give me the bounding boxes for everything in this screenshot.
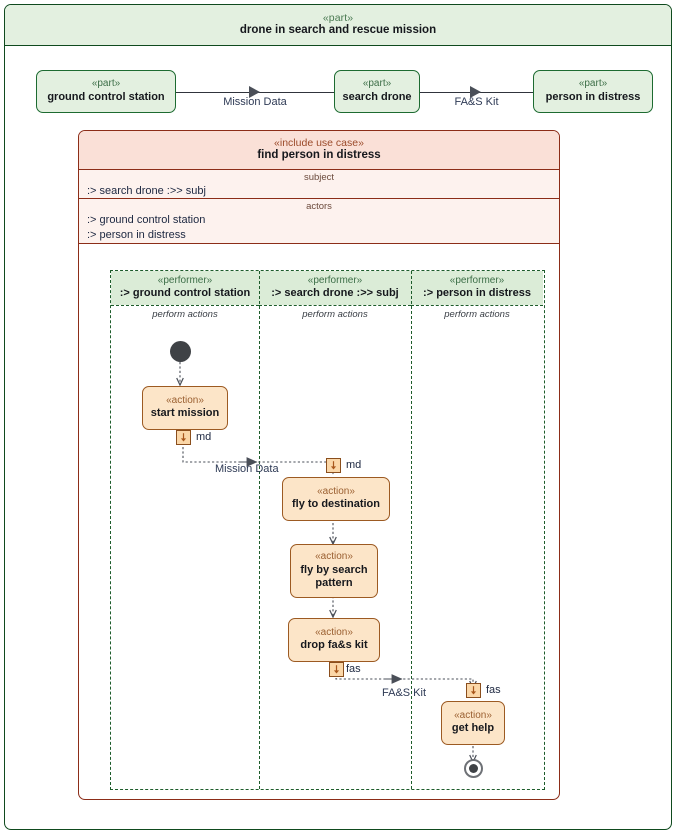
action-get-help[interactable]: «action» get help	[441, 701, 505, 745]
arrow-down-icon	[333, 665, 340, 674]
lane-name: :> search drone :>> subj	[271, 287, 399, 300]
input-pin-md-fly-to-destination[interactable]	[326, 458, 341, 473]
arrow-down-icon	[180, 433, 187, 442]
lane-stereotype: «performer»	[449, 275, 505, 287]
part-box-search-drone[interactable]: «part» search drone	[334, 70, 420, 113]
action-name: fly to destination	[292, 498, 380, 511]
arrow-down-icon	[330, 461, 337, 470]
outer-part-title: drone in search and rescue mission	[239, 24, 437, 37]
final-node	[464, 759, 483, 778]
part-flow-label-mission-data: Mission Data	[223, 96, 287, 108]
part-flow-arrowhead-fas-kit	[470, 86, 481, 98]
action-stereotype: «action»	[454, 709, 492, 721]
pin-label-fas-drop-kit: fas	[346, 663, 361, 675]
initial-node	[170, 341, 191, 362]
outer-part-stereotype: «part»	[322, 12, 354, 25]
pin-label-fas-get-help: fas	[486, 684, 501, 696]
lane-stereotype: «performer»	[307, 275, 363, 287]
swimlane-divider-1	[259, 271, 260, 789]
pin-label-md-fly-to-destination: md	[346, 459, 362, 471]
action-drop-fas-kit[interactable]: «action» drop fa&s kit	[288, 618, 380, 662]
part-stereotype: «part»	[578, 78, 608, 90]
output-pin-md-start-mission[interactable]	[176, 430, 191, 445]
swimlane-subtitle-ground-control-station: perform actions	[111, 305, 259, 322]
part-flow-label-fas-kit: FA&S Kit	[454, 96, 499, 108]
swimlane-header-search-drone: «performer» :> search drone :>> subj	[259, 271, 411, 305]
part-flow-arrowhead-mission-data	[249, 86, 260, 98]
lane-stereotype: «performer»	[157, 275, 213, 287]
part-stereotype: «part»	[362, 78, 392, 90]
actor-item: :> ground control station	[87, 213, 206, 226]
action-start-mission[interactable]: «action» start mission	[142, 386, 228, 430]
output-pin-fas-drop-kit[interactable]	[329, 662, 344, 677]
object-flow-label-fas-kit: FA&S Kit	[382, 687, 427, 699]
lane-name: :> person in distress	[423, 287, 531, 300]
outer-part-header: «part» drone in search and rescue missio…	[5, 5, 671, 46]
input-pin-fas-get-help[interactable]	[466, 683, 481, 698]
action-stereotype: «action»	[166, 394, 204, 406]
lane-name: :> ground control station	[119, 287, 251, 300]
action-fly-to-destination[interactable]: «action» fly to destination	[282, 477, 390, 521]
part-name: ground control station	[47, 90, 165, 103]
use-case-stereotype: «include use case»	[274, 136, 364, 149]
action-name: get help	[451, 722, 495, 735]
action-stereotype: «action»	[317, 485, 355, 497]
arrow-down-icon	[470, 686, 477, 695]
action-name: drop fa&s kit	[300, 639, 368, 652]
subject-compartment-title: subject	[303, 172, 335, 183]
use-case-header: «include use case» find person in distre…	[79, 131, 559, 170]
swimlane-subtitle-search-drone: perform actions	[259, 305, 411, 322]
use-case-actors-compartment: actors :> ground control station :> pers…	[79, 199, 559, 244]
object-flow-label-mission-data: Mission Data	[215, 463, 279, 475]
actor-item: :> person in distress	[87, 229, 186, 242]
part-name: person in distress	[545, 90, 641, 103]
actors-compartment-title: actors	[306, 201, 332, 212]
swimlane-header-ground-control-station: «performer» :> ground control station	[111, 271, 259, 305]
swimlane-header-person-in-distress: «performer» :> person in distress	[411, 271, 543, 305]
part-name: search drone	[342, 90, 412, 103]
swimlane-subtitle-person-in-distress: perform actions	[411, 305, 543, 322]
swimlane-container: «performer» :> ground control station pe…	[110, 270, 545, 790]
use-case-subject-compartment: subject :> search drone :>> subj	[79, 170, 559, 199]
subject-item: :> search drone :>> subj	[87, 184, 206, 197]
part-stereotype: «part»	[91, 78, 121, 90]
part-box-ground-control-station[interactable]: «part» ground control station	[36, 70, 176, 113]
action-name: fly by search pattern	[300, 563, 368, 590]
action-fly-by-search-pattern[interactable]: «action» fly by search pattern	[290, 544, 378, 598]
part-box-person-in-distress[interactable]: «part» person in distress	[533, 70, 653, 113]
action-stereotype: «action»	[315, 626, 353, 638]
swimlane-divider-2	[411, 271, 412, 789]
pin-label-md-start-mission: md	[196, 431, 212, 443]
action-name: start mission	[150, 407, 220, 420]
use-case-name: find person in distress	[257, 149, 381, 162]
action-stereotype: «action»	[315, 551, 353, 562]
